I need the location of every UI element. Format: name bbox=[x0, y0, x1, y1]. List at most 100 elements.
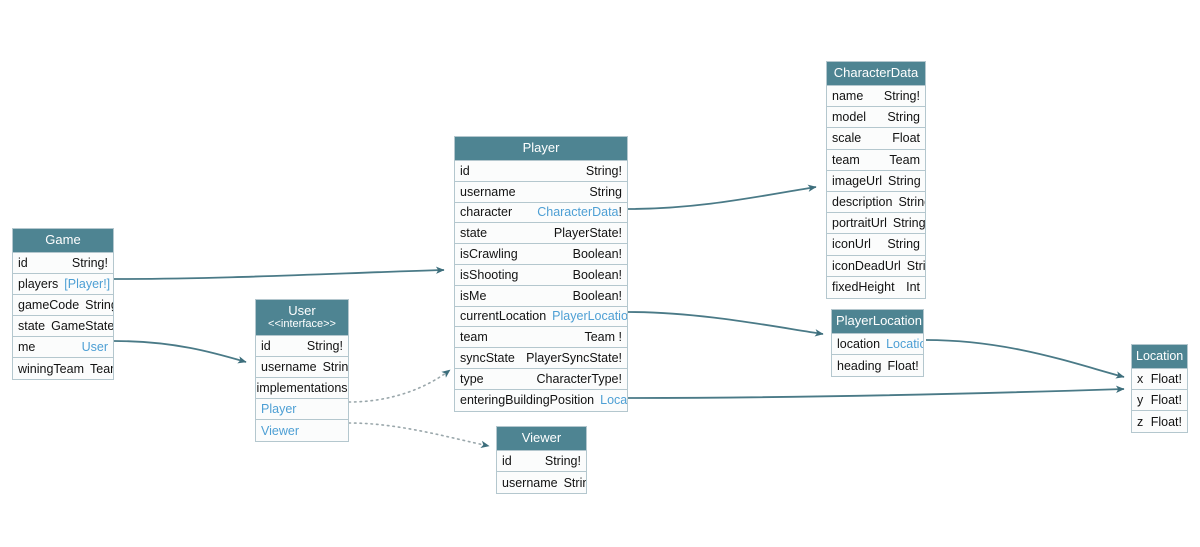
field-type: Float! bbox=[887, 358, 919, 373]
table-row[interactable]: id String! bbox=[455, 161, 627, 182]
table-row[interactable]: model String bbox=[827, 107, 925, 129]
table-row[interactable]: description String bbox=[827, 191, 925, 214]
field-name: x bbox=[1137, 372, 1144, 386]
table-row[interactable]: location Location! bbox=[832, 334, 923, 355]
field-name: username bbox=[460, 184, 516, 199]
field-name: heading bbox=[837, 358, 882, 373]
entity-location[interactable]: Location x Float! y Float! z Float! bbox=[1131, 344, 1188, 433]
field-type: Team ! bbox=[584, 330, 622, 345]
table-row[interactable]: state GameState! bbox=[13, 316, 113, 337]
table-row[interactable]: enteringBuildingPosition Location bbox=[455, 389, 627, 411]
table-row[interactable]: isMe Boolean! bbox=[455, 285, 627, 307]
field-type: String! bbox=[306, 339, 343, 353]
edge-game-me-to-user bbox=[113, 340, 247, 364]
table-row[interactable]: name String! bbox=[827, 86, 925, 108]
field-type: String! bbox=[544, 454, 581, 468]
field-type: PlayerSyncState! bbox=[526, 351, 622, 366]
field-type: String bbox=[589, 184, 622, 199]
field-type: String bbox=[906, 258, 925, 273]
table-row[interactable]: state PlayerState! bbox=[455, 223, 627, 245]
field-name: team bbox=[460, 330, 488, 345]
field-name: isCrawling bbox=[460, 247, 518, 262]
entity-user[interactable]: User <<interface>> id String! username S… bbox=[255, 299, 349, 442]
table-row[interactable]: iconDeadUrl String bbox=[827, 255, 925, 277]
field-name: syncState bbox=[460, 351, 515, 366]
table-row[interactable]: fixedHeight Int bbox=[827, 276, 925, 298]
table-row[interactable]: username String bbox=[256, 357, 348, 378]
field-name: id bbox=[261, 339, 271, 353]
table-row[interactable]: players [Player!] bbox=[13, 274, 113, 295]
entity-game-title: Game bbox=[13, 229, 113, 253]
table-row[interactable]: x Float! bbox=[1132, 369, 1187, 390]
table-row[interactable]: currentLocation PlayerLocation! bbox=[455, 306, 627, 328]
table-row[interactable]: syncState PlayerSyncState! bbox=[455, 348, 627, 369]
table-row[interactable]: username String bbox=[455, 181, 627, 203]
field-name: z bbox=[1137, 414, 1144, 429]
edge-game-players-to-player bbox=[113, 266, 445, 280]
field-type-ref: Location bbox=[886, 337, 923, 351]
entity-character-data[interactable]: CharacterData name String! model String … bbox=[826, 61, 926, 299]
field-name: isMe bbox=[460, 288, 487, 303]
implementation-name: Viewer bbox=[261, 423, 299, 438]
field-type-ref: PlayerLocation bbox=[552, 309, 627, 324]
implementation-player[interactable]: Player bbox=[256, 399, 348, 420]
table-row[interactable]: y Float! bbox=[1132, 390, 1187, 411]
table-row[interactable]: z Float! bbox=[1132, 411, 1187, 432]
field-type: Location bbox=[600, 393, 627, 408]
table-row[interactable]: id String! bbox=[256, 336, 348, 357]
table-row[interactable]: gameCode String! bbox=[13, 295, 113, 316]
field-type: Float! bbox=[1150, 372, 1182, 386]
implementation-viewer[interactable]: Viewer bbox=[256, 420, 348, 441]
table-row[interactable]: isCrawling Boolean! bbox=[455, 244, 627, 265]
implementation-name: Player bbox=[261, 402, 297, 416]
table-row[interactable]: character CharacterData! bbox=[455, 202, 627, 224]
field-name: gameCode bbox=[18, 298, 80, 312]
edge-player-enteringbuildingposition-to-location bbox=[627, 385, 1125, 399]
field-name: iconUrl bbox=[832, 237, 871, 252]
field-type: User bbox=[81, 340, 108, 354]
entity-player-title: Player bbox=[455, 137, 627, 161]
field-name: portraitUrl bbox=[832, 216, 887, 231]
field-type: Float! bbox=[1150, 414, 1182, 429]
field-name: y bbox=[1137, 393, 1144, 407]
field-name: scale bbox=[832, 131, 862, 146]
table-row[interactable]: heading Float! bbox=[832, 355, 923, 376]
entity-player-location[interactable]: PlayerLocation location Location! headin… bbox=[831, 309, 924, 377]
entity-viewer[interactable]: Viewer id String! username String bbox=[496, 426, 587, 494]
entity-user-title: User <<interface>> bbox=[256, 300, 348, 336]
edge-playerlocation-location-to-location bbox=[925, 339, 1125, 379]
entity-location-title: Location bbox=[1132, 345, 1187, 369]
table-row[interactable]: username String bbox=[497, 472, 586, 493]
table-row[interactable]: id String! bbox=[13, 253, 113, 274]
field-name: id bbox=[18, 256, 28, 270]
field-type: String bbox=[563, 475, 586, 490]
field-type: String bbox=[888, 173, 921, 188]
table-row[interactable]: team Team ! bbox=[455, 327, 627, 349]
field-type: String bbox=[887, 110, 920, 125]
table-row[interactable]: isShooting Boolean! bbox=[455, 264, 627, 286]
field-name: location bbox=[837, 337, 881, 351]
table-row[interactable]: iconUrl String bbox=[827, 234, 925, 256]
entity-user-name: User bbox=[288, 303, 316, 318]
field-name: username bbox=[261, 360, 317, 374]
entity-player[interactable]: Player id String! username String charac… bbox=[454, 136, 628, 412]
entity-player-location-title: PlayerLocation bbox=[832, 310, 923, 334]
table-row[interactable]: me User bbox=[13, 337, 113, 358]
table-row[interactable]: portraitUrl String bbox=[827, 213, 925, 235]
field-type: PlayerLocation! bbox=[552, 309, 627, 323]
table-row[interactable]: team Team bbox=[827, 149, 925, 171]
edge-player-currentlocation-to-playerlocation bbox=[627, 311, 824, 337]
table-row[interactable]: id String! bbox=[497, 451, 586, 472]
field-type: Team bbox=[90, 361, 113, 376]
field-name: description bbox=[832, 195, 893, 210]
table-row[interactable]: type CharacterType! bbox=[455, 368, 627, 390]
entity-viewer-title: Viewer bbox=[497, 427, 586, 451]
table-row[interactable]: scale Float bbox=[827, 128, 925, 150]
field-name: type bbox=[460, 371, 484, 386]
field-type: String! bbox=[585, 163, 622, 178]
table-row[interactable]: imageUrl String bbox=[827, 170, 925, 192]
table-row[interactable]: winingTeam Team bbox=[13, 358, 113, 379]
entity-game[interactable]: Game id String! players [Player!] gameCo… bbox=[12, 228, 114, 380]
field-type-ref: CharacterData bbox=[537, 205, 619, 220]
